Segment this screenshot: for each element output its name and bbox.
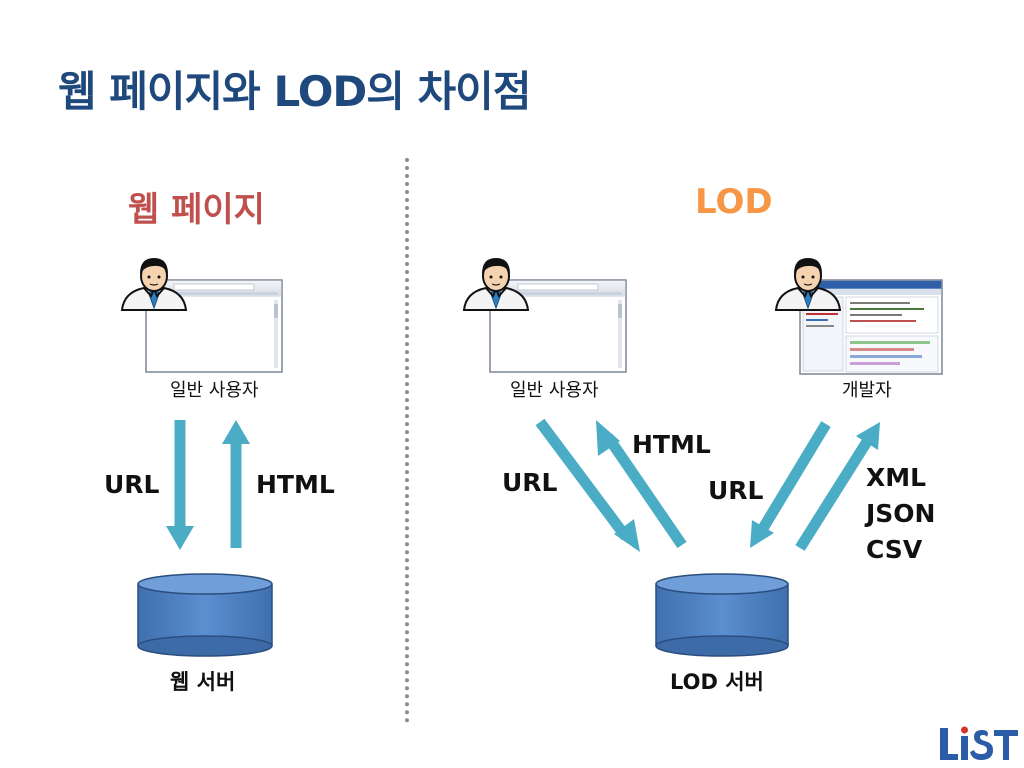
left-url-label: URL [104, 470, 160, 499]
format-json: JSON [866, 499, 936, 528]
right-user-label: 일반 사용자 [510, 380, 599, 401]
lod-dev-url-label: URL [708, 476, 764, 505]
format-csv: CSV [866, 535, 923, 564]
left-html-label: HTML [256, 470, 335, 499]
developer-label: 개발자 [842, 380, 892, 401]
lod-user-url-arrow [535, 418, 640, 552]
web-server-icon [137, 573, 273, 657]
lod-dev-url-arrow [750, 421, 831, 548]
slide-title: 웹 페이지와 LOD의 차이점 [58, 67, 531, 116]
left-html-arrow [222, 420, 250, 548]
lod-server-icon [655, 573, 789, 657]
dev-response-formats: XML JSON CSV [866, 460, 935, 568]
left-url-arrow [166, 420, 194, 550]
web-server-label: 웹 서버 [170, 670, 236, 694]
format-xml: XML [866, 463, 927, 492]
lod-user-url-label: URL [502, 468, 558, 497]
lod-dev-data-arrow [795, 422, 880, 551]
web-page-heading: 웹 페이지 [128, 190, 265, 230]
lod-heading: LOD [695, 182, 773, 222]
lod-user-html-arrow [596, 420, 687, 549]
left-user-label: 일반 사용자 [170, 380, 259, 401]
section-divider [405, 158, 409, 723]
lod-html-label: HTML [632, 430, 711, 459]
list-logo [940, 726, 1018, 760]
lod-server-label: LOD 서버 [670, 670, 764, 694]
